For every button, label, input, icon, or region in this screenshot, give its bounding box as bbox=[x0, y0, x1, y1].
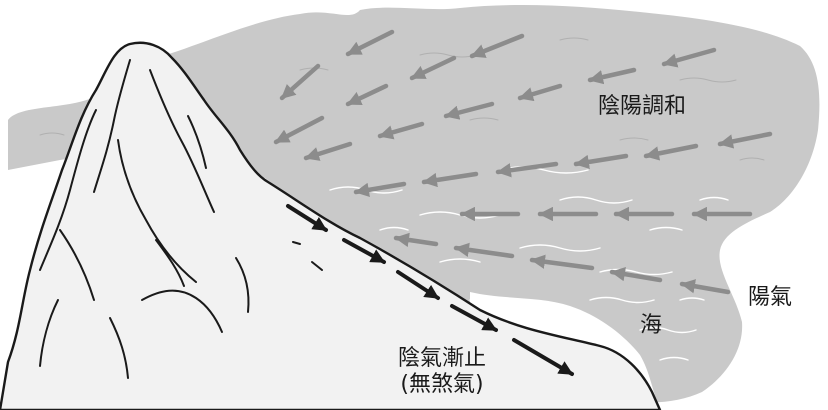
gray-arrow-icon bbox=[469, 33, 525, 59]
gray-arrow-icon bbox=[377, 121, 425, 140]
label-yin-qi-block: 陰氣漸止 (無煞氣) bbox=[398, 346, 486, 398]
label-yin-qi: 陰氣漸止 bbox=[398, 346, 487, 371]
gray-arrow-icon bbox=[661, 47, 717, 68]
black-arrow-icon bbox=[450, 304, 498, 332]
gray-arrow-icon bbox=[679, 279, 731, 295]
sea-ripples bbox=[329, 166, 729, 361]
gray-arrow-icon bbox=[495, 161, 559, 178]
label-no-sha-qi: (無煞氣) bbox=[400, 372, 484, 397]
black-arrow-icon bbox=[342, 238, 386, 264]
black-arrow-icon bbox=[396, 270, 440, 300]
label-sea: 海 bbox=[640, 313, 663, 338]
sea-ripples-dark bbox=[39, 37, 765, 161]
gray-arrow-icon bbox=[609, 267, 663, 283]
gray-arrow-icon bbox=[517, 83, 563, 102]
gray-arrow-icon bbox=[717, 131, 773, 149]
gray-arrow-icon bbox=[443, 101, 495, 120]
label-yang-qi: 陽氣 bbox=[748, 285, 793, 310]
label-yin-yang-harmony: 陰陽調和 bbox=[598, 94, 687, 119]
gray-arrow-icon bbox=[573, 153, 629, 170]
mountain-ridges bbox=[39, 59, 323, 379]
sea-area bbox=[8, 5, 820, 403]
gray-arrow-icon bbox=[345, 29, 395, 57]
gray-arrow-icon bbox=[393, 232, 439, 248]
yin-qi-arrows bbox=[286, 204, 574, 376]
black-arrow-icon bbox=[286, 204, 328, 232]
black-arrow-icon bbox=[512, 338, 574, 376]
gray-arrow-icon bbox=[279, 63, 321, 101]
gray-arrow-icon bbox=[529, 254, 595, 271]
gray-arrow-icon bbox=[643, 143, 699, 161]
gray-arrow-icon bbox=[273, 115, 325, 145]
gray-arrow-icon bbox=[587, 67, 637, 85]
gray-arrow-icon bbox=[421, 171, 479, 188]
gray-arrow-icon bbox=[353, 181, 407, 197]
gray-arrow-icon bbox=[453, 242, 515, 259]
gray-arrow-icon bbox=[345, 83, 389, 107]
yang-qi-arrows bbox=[273, 29, 773, 295]
gray-arrow-icon bbox=[303, 141, 353, 161]
gray-arrow-icon bbox=[409, 55, 457, 81]
